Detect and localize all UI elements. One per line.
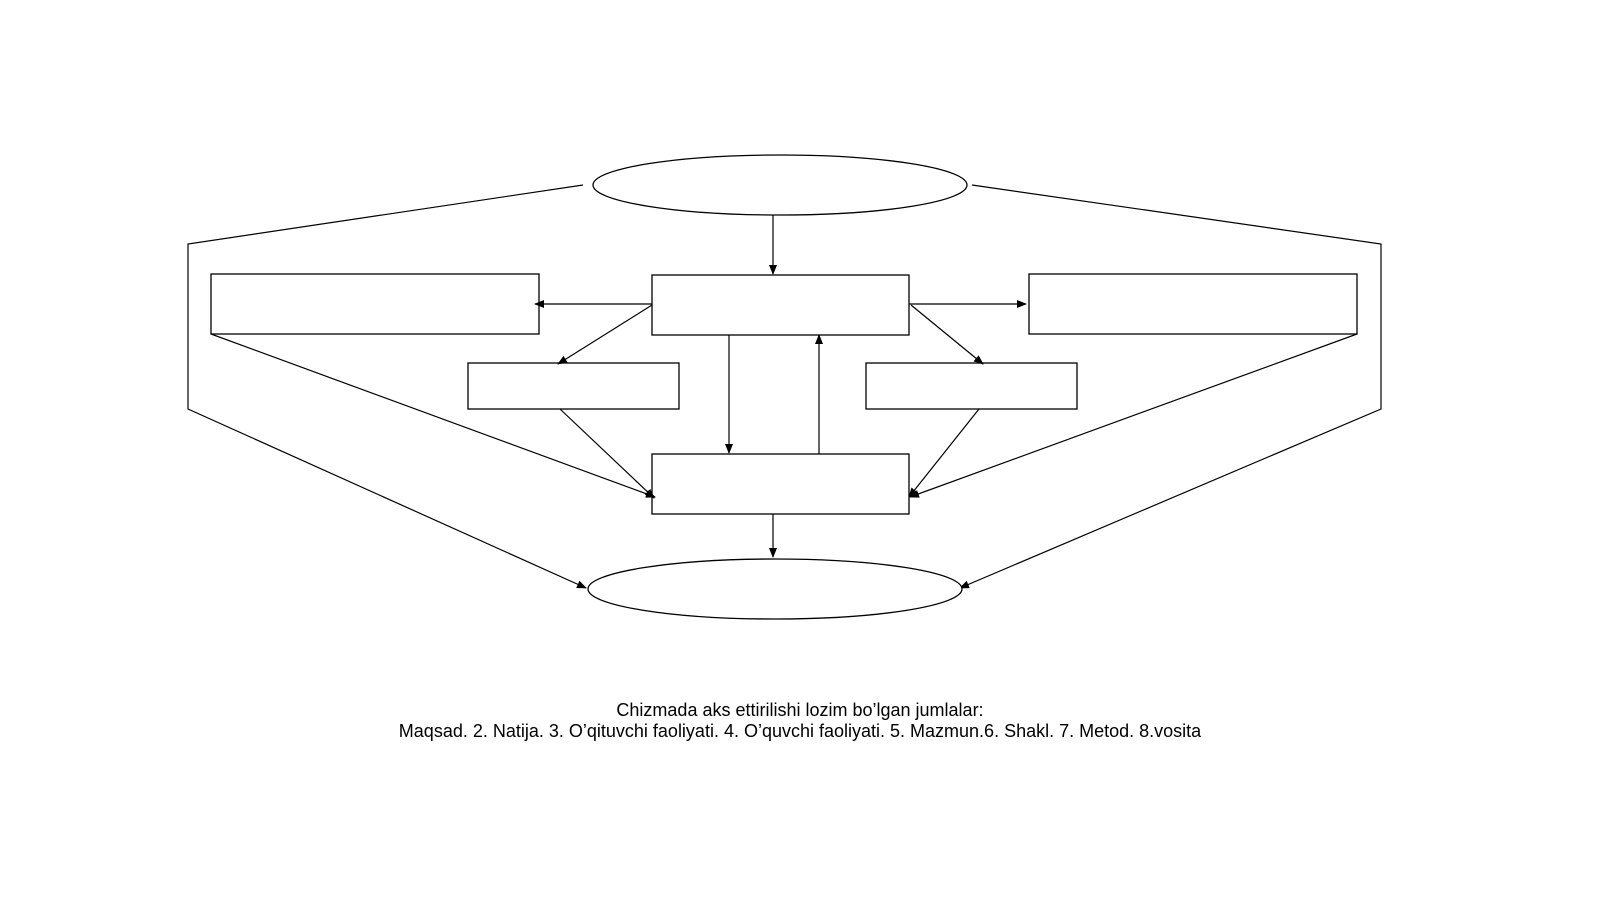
left-top-box [210, 273, 540, 335]
arrow-left-middle-to-center-bottom [559, 408, 655, 499]
arrow-right-middle-to-center-bottom [908, 408, 980, 498]
center-bottom-box [651, 453, 910, 515]
arrow-center-top-to-left-middle [557, 304, 653, 365]
top-ellipse [592, 154, 968, 216]
arrow-center-top-to-right-middle [910, 304, 984, 365]
caption-items-list: Maqsad. 2. Natija. 3. O’qituvchi faoliya… [398, 721, 1202, 741]
left-outer-frame-line [187, 184, 587, 589]
bottom-ellipse [587, 558, 963, 620]
right-middle-box [865, 362, 1078, 410]
right-outer-frame-line [959, 184, 1382, 589]
caption-title: Chizmada aks ettirilishi lozim bo’lgan j… [616, 700, 984, 720]
arrow-left-top-to-center-bottom [210, 333, 656, 498]
arrow-right-top-to-center-bottom [909, 333, 1358, 498]
right-top-box [1028, 273, 1358, 335]
left-middle-box [467, 362, 680, 410]
center-top-box [651, 274, 910, 336]
